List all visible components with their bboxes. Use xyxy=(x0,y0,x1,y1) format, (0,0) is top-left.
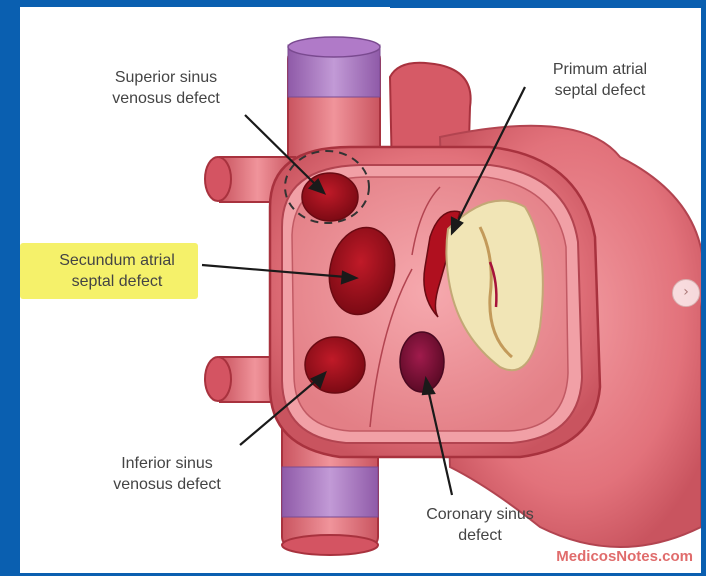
coronary-sinus-defect xyxy=(400,332,444,392)
secundum-label-line1: Secundum atrial xyxy=(22,250,212,271)
superior-label-line2: venosus defect xyxy=(76,88,256,109)
coronary-label-line2: defect xyxy=(400,525,560,546)
inferior-label-line2: venosus defect xyxy=(82,474,252,495)
top-frame-strip xyxy=(390,0,706,8)
svc-opening xyxy=(288,37,380,57)
coronary-sinus-label: Coronary sinus defect xyxy=(400,504,560,546)
primum-atrial-label: Primum atrial septal defect xyxy=(520,59,680,101)
inferior-sinus-venosus-label: Inferior sinus venosus defect xyxy=(82,453,252,495)
pulmonary-vein-upper-opening xyxy=(205,157,231,201)
ivc-purple-band xyxy=(282,467,378,517)
primum-label-line2: septal defect xyxy=(520,80,680,101)
inferior-label-line1: Inferior sinus xyxy=(82,453,252,474)
pulmonary-vein-lower-opening xyxy=(205,357,231,401)
superior-label-line1: Superior sinus xyxy=(76,67,256,88)
secundum-label-line2: septal defect xyxy=(22,271,212,292)
chevron-right-icon[interactable]: › xyxy=(672,279,700,307)
secundum-atrial-label: Secundum atrial septal defect xyxy=(22,250,212,292)
diagram-panel: Superior sinus venosus defect Primum atr… xyxy=(20,7,701,573)
watermark: MedicosNotes.com xyxy=(556,548,693,565)
inferior-sinus-defect xyxy=(305,337,365,393)
primum-label-line1: Primum atrial xyxy=(520,59,680,80)
superior-sinus-venosus-label: Superior sinus venosus defect xyxy=(76,67,256,109)
ivc-opening xyxy=(282,535,378,555)
coronary-label-line1: Coronary sinus xyxy=(400,504,560,525)
